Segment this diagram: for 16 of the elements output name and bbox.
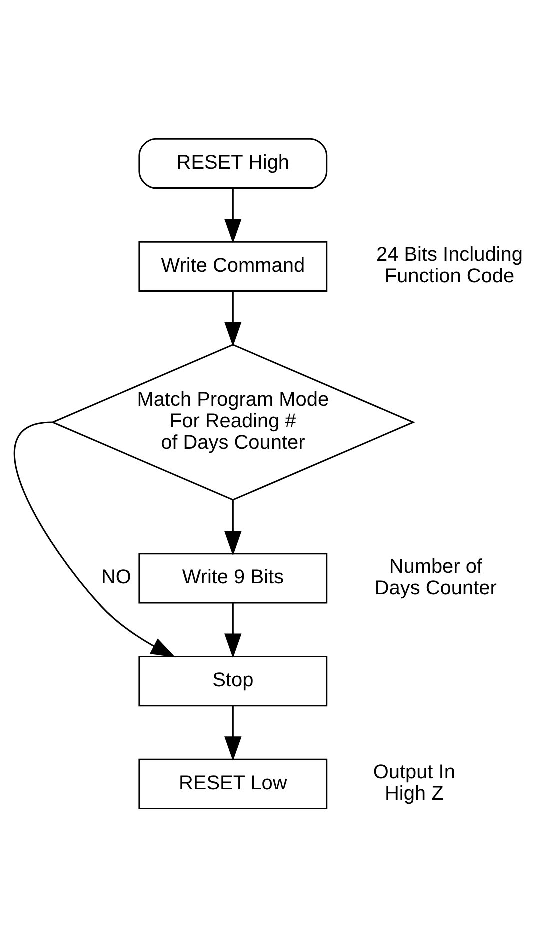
arrow xyxy=(224,706,242,761)
node-diamond: Match Program Mode For Reading # of Days Counter xyxy=(50,344,416,500)
arrow xyxy=(14,421,176,658)
arrow xyxy=(224,290,242,346)
arrow xyxy=(224,602,242,658)
node-box: RESET High xyxy=(138,138,328,189)
node-box: Write Command xyxy=(138,240,328,292)
arrow xyxy=(224,188,242,244)
node-box: RESET Low xyxy=(138,758,328,810)
node-label: Output In High Z xyxy=(373,761,456,805)
node-label: 24 Bits Including Function Code xyxy=(376,244,523,288)
arrow xyxy=(224,500,242,556)
node-box: Write 9 Bits xyxy=(138,552,328,604)
node-label: Number of Days Counter xyxy=(374,555,497,599)
edge-label: NO xyxy=(101,566,132,588)
node-box: Stop xyxy=(138,655,328,706)
